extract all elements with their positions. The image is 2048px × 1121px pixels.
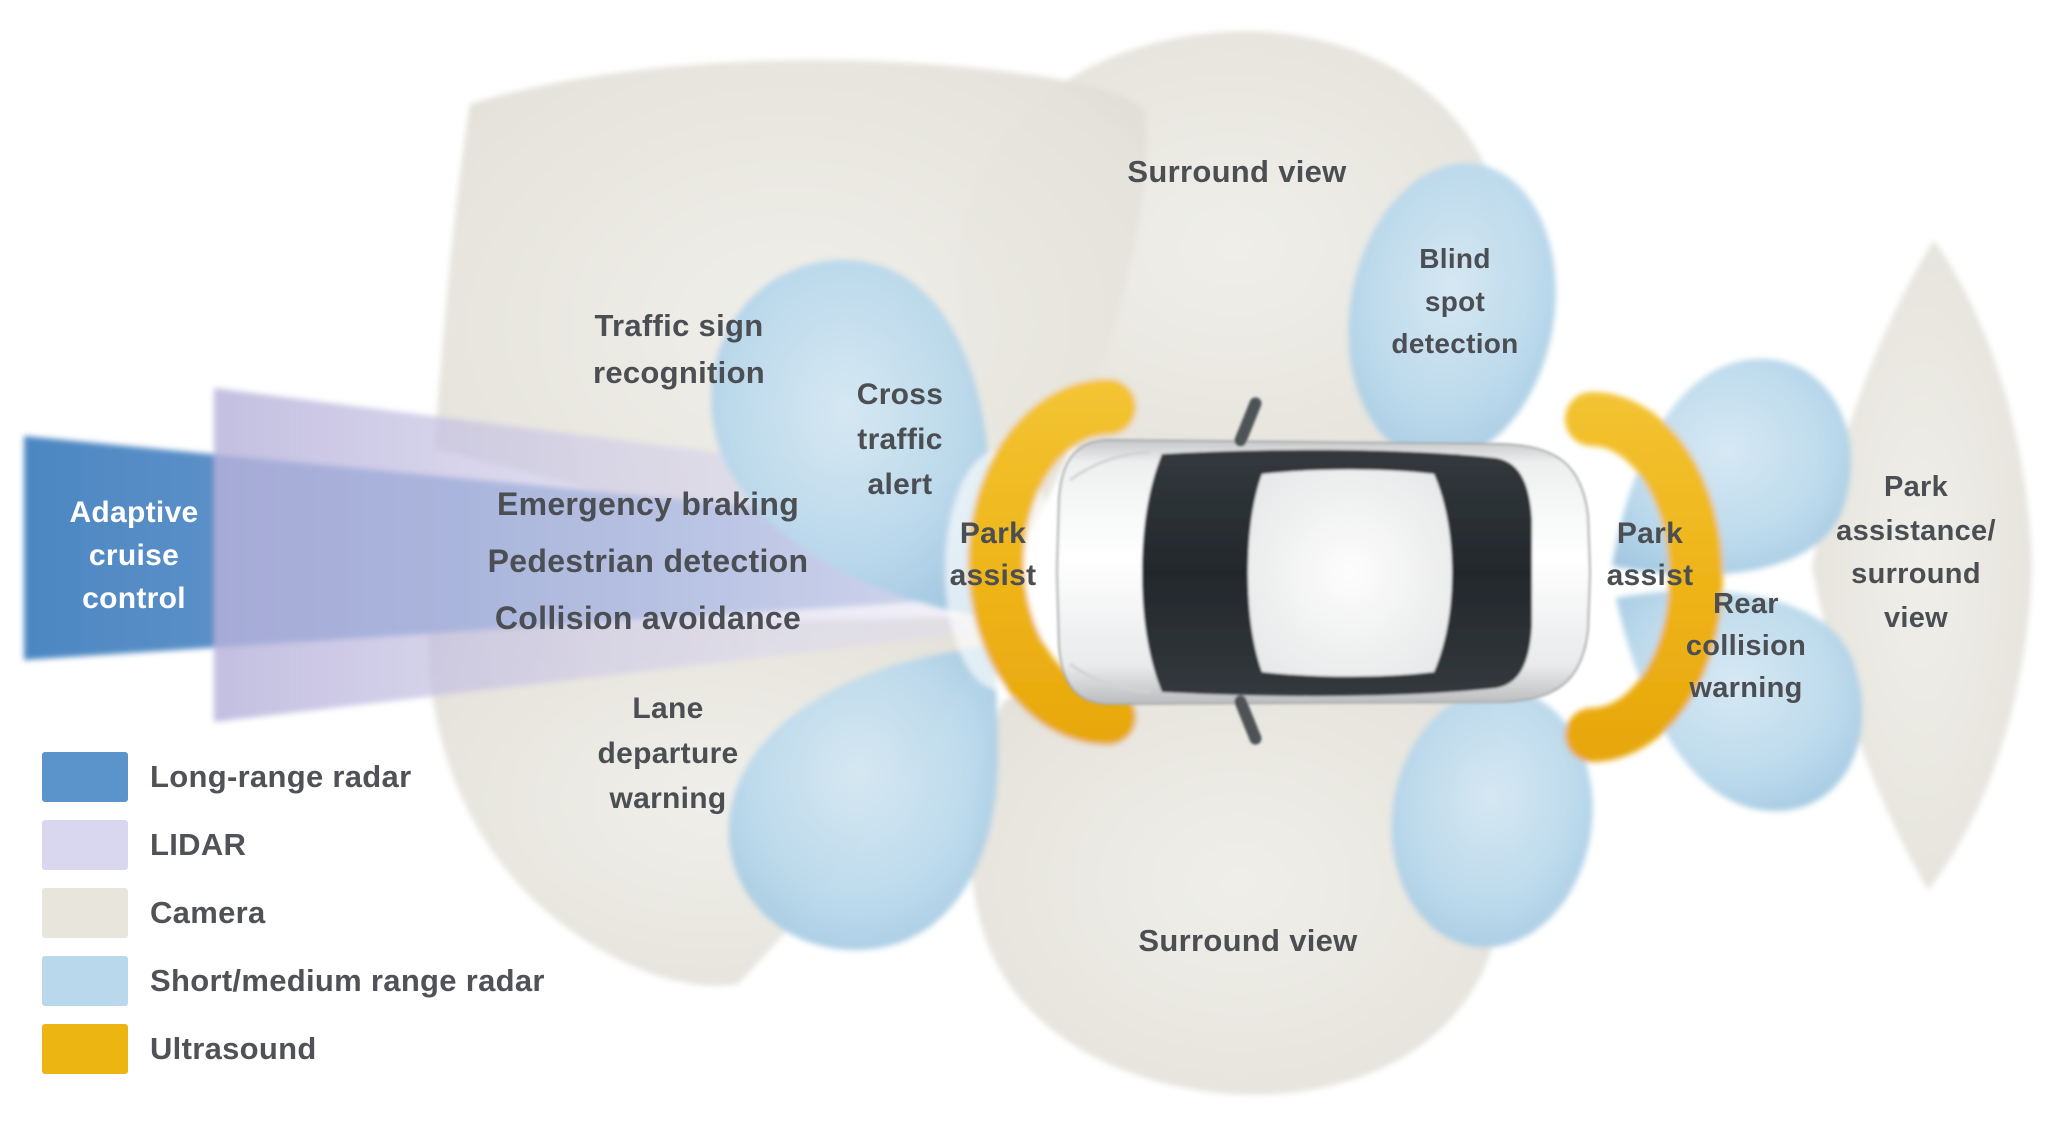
label-surround-view-bottom: Surround view [1138,923,1358,958]
legend-swatch-long-range-radar [42,752,128,802]
park-assist-rear-ultrasound-ring [1565,392,1723,762]
legend-label-ultrasound: Ultrasound [150,1031,317,1066]
label-park-assist-front: Park assist [949,517,1037,592]
car-roof [1248,469,1452,677]
label-front-assist-features: Emergency braking Pedestrian detection C… [487,486,809,636]
label-blind-spot-detection: Blind spot detection [1391,243,1519,360]
label-rear-collision-warning: Rear collision warning [1685,588,1807,705]
legend-label-long-range-radar: Long-range radar [150,759,412,794]
car-mirror-bottom [1234,695,1262,745]
label-adaptive-cruise-control: Adaptive cruise control [69,496,199,615]
cross-traffic-lower-radar-lobe [728,646,998,950]
car-hood-line [1069,450,1151,482]
legend-item-long-range-radar: Long-range radar [42,752,545,802]
car-mirror-top [1234,397,1262,447]
car-hood-line-lower [1069,662,1151,694]
car-top-view [1055,397,1592,745]
legend-label-camera: Camera [150,895,266,930]
legend-swatch-camera [42,888,128,938]
label-cross-traffic-alert: Cross traffic alert [856,378,944,501]
label-surround-view-top: Surround view [1127,154,1347,189]
legend-label-short-medium-range-radar: Short/medium range radar [150,963,545,998]
label-park-assist-rear: Park assist [1606,517,1694,592]
cross-traffic-upper-radar-lobe [710,259,991,618]
legend-item-camera: Camera [42,888,545,938]
label-lane-departure-warning: Lane departure warning [597,692,739,815]
park-assistance-rear-camera-zone [1812,240,2032,890]
surround-view-bottom-camera-zone [970,671,1507,1095]
label-traffic-sign-recognition: Traffic sign recognition [592,308,766,390]
legend-item-ultrasound: Ultrasound [42,1024,545,1074]
label-park-assistance-surround-view: Park assistance/ surround view [1836,471,1996,634]
legend-label-lidar: LIDAR [150,827,247,862]
legend: Long-range radar LIDAR Camera Short/medi… [42,752,545,1092]
park-assist-front-ultrasound-ring [968,379,1136,745]
rear-side-radar-lobe [1391,688,1593,948]
legend-item-short-medium-range-radar: Short/medium range radar [42,956,545,1006]
legend-swatch-lidar [42,820,128,870]
legend-item-lidar: LIDAR [42,820,545,870]
legend-swatch-ultrasound [42,1024,128,1074]
blind-spot-radar-lobe [1348,163,1556,461]
legend-swatch-short-medium-range-radar [42,956,128,1006]
